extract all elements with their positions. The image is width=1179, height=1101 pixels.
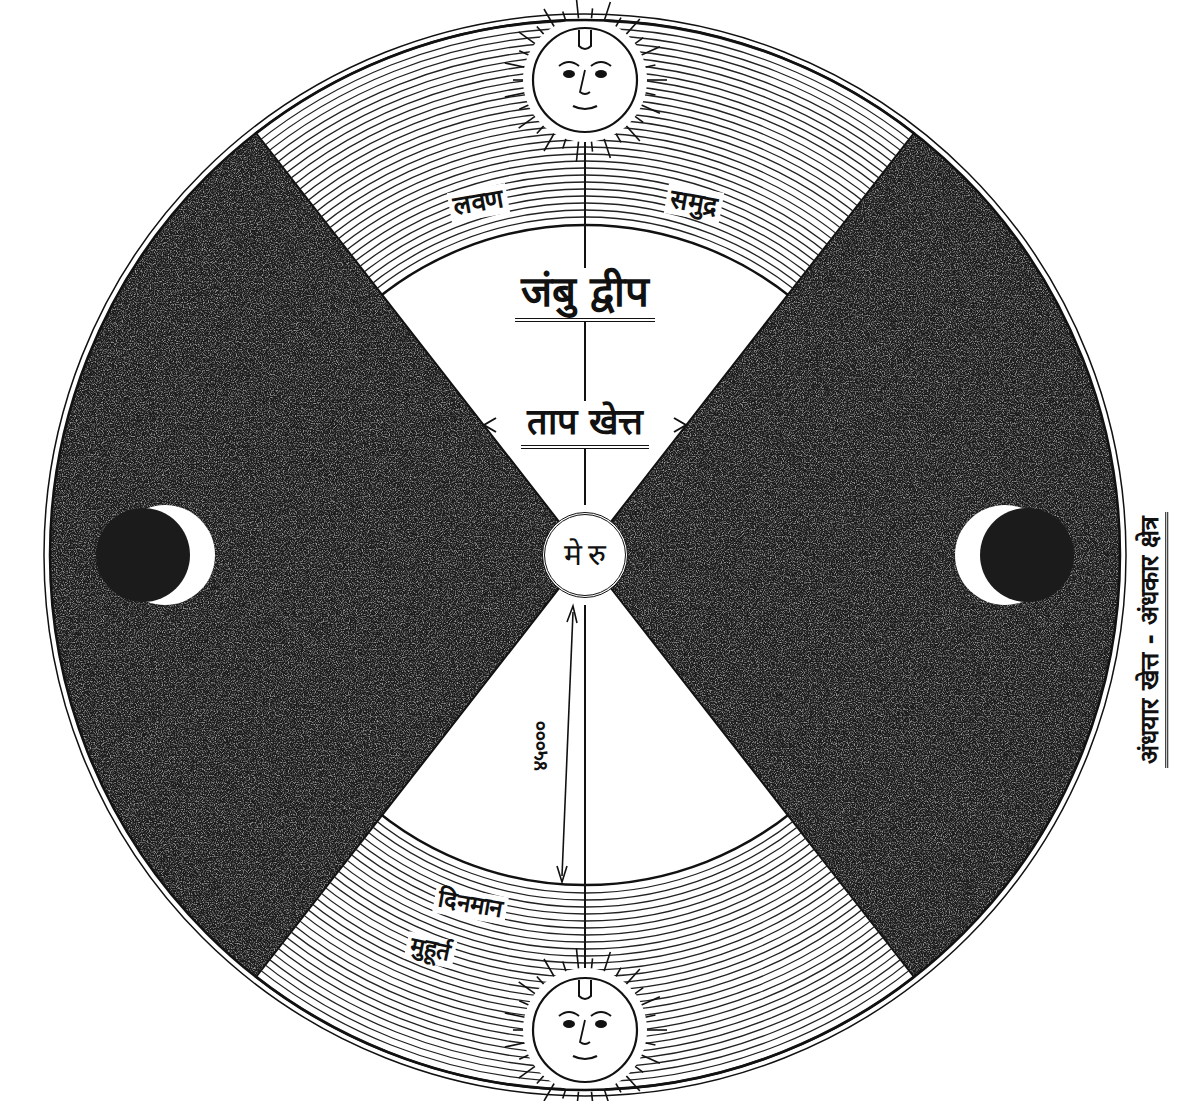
continent-wedge: जंबु द्वीप ताप खेत्त — [385, 250, 785, 460]
lit-wedge — [256, 20, 914, 555]
ocean-hatching — [51, 21, 1119, 1089]
meru-circle: मेरु — [542, 512, 628, 598]
dimension-arrow — [567, 606, 577, 623]
continent-name: जंबु द्वीप — [515, 268, 656, 322]
dark-zone-caption: अंधयार खेत्त - अंधकार क्षेत्र — [1136, 512, 1168, 768]
zone-name: ताप खेत्त — [521, 401, 650, 448]
zone-arrow — [674, 418, 686, 432]
dark-texture — [50, 20, 1120, 1090]
mountain-name: मेरु — [558, 538, 612, 573]
crescent-moon — [96, 505, 215, 605]
distance-dimension: ४५००० — [529, 716, 552, 774]
dark-region — [50, 20, 1120, 1090]
lit-wedge — [256, 555, 914, 1090]
zone-arrow — [484, 418, 496, 432]
sun-face — [505, 948, 667, 1101]
dimension-arrow — [557, 866, 567, 882]
outer-border — [44, 14, 1126, 1096]
axis-line — [584, 605, 586, 975]
outer-border — [50, 20, 1120, 1090]
dimension-line — [562, 612, 573, 876]
crescent-moon — [955, 505, 1074, 605]
